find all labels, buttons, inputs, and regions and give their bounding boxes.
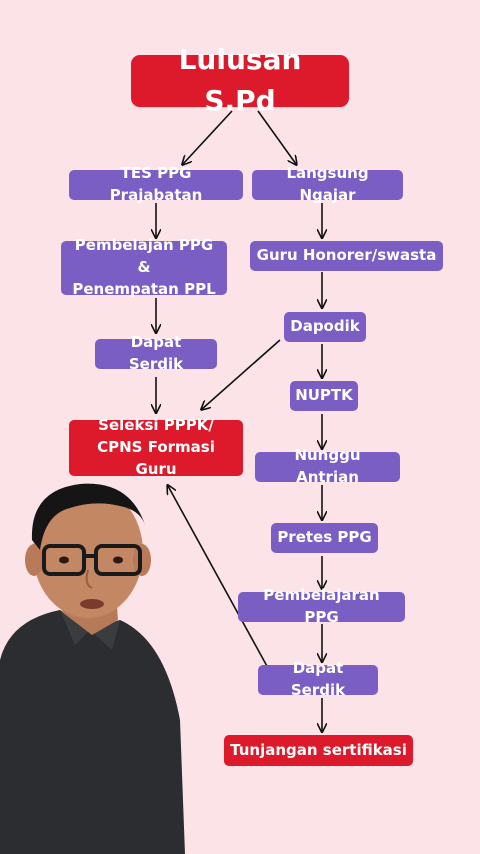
node-pembelajaran-ppg: Pembelajaran PPG bbox=[238, 586, 405, 626]
title-node: Lulusan S.Pd bbox=[131, 43, 349, 117]
node-dapat-serdik-right: Dapat Serdik bbox=[258, 659, 378, 699]
node-dapat-serdik-left: Dapat Serdik bbox=[95, 333, 217, 373]
node-guru-honorer-swasta: Guru Honorer/swasta bbox=[250, 241, 443, 271]
node-langsung-ngajar: Langsung Ngajar bbox=[252, 164, 403, 204]
node-seleksi-pppk-cpns: Seleksi PPPK/ CPNS Formasi Guru bbox=[69, 416, 243, 478]
pembelajaran-line2: Penempatan PPL bbox=[72, 279, 216, 298]
presenter-illustration bbox=[0, 483, 185, 854]
node-pembelajaran-ppg-penempatan: Pembelajan PPG & Penempatan PPL bbox=[61, 236, 227, 298]
arrow-title-to-langsung-ngajar bbox=[257, 110, 296, 164]
node-tes-ppg-prajabatan: TES PPG Prajabatan bbox=[69, 164, 243, 204]
node-nuptk: NUPTK bbox=[290, 381, 358, 411]
node-pretes-ppg: Pretes PPG bbox=[271, 523, 378, 553]
seleksi-line1: Seleksi PPPK/ bbox=[98, 416, 214, 435]
arrow-title-to-tes-ppg bbox=[183, 110, 233, 164]
seleksi-line2: CPNS Formasi Guru bbox=[97, 438, 215, 478]
node-nunggu-antrian: Nunggu Antrian bbox=[255, 446, 400, 486]
pembelajaran-line1: Pembelajan PPG & bbox=[74, 236, 214, 277]
node-tunjangan-sertifikasi: Tunjangan sertifikasi bbox=[224, 735, 413, 766]
arrow-dapodik-to-seleksi bbox=[202, 339, 281, 409]
arrow-dapat-serdik-to-seleksi bbox=[168, 486, 269, 669]
node-dapodik: Dapodik bbox=[284, 312, 366, 342]
